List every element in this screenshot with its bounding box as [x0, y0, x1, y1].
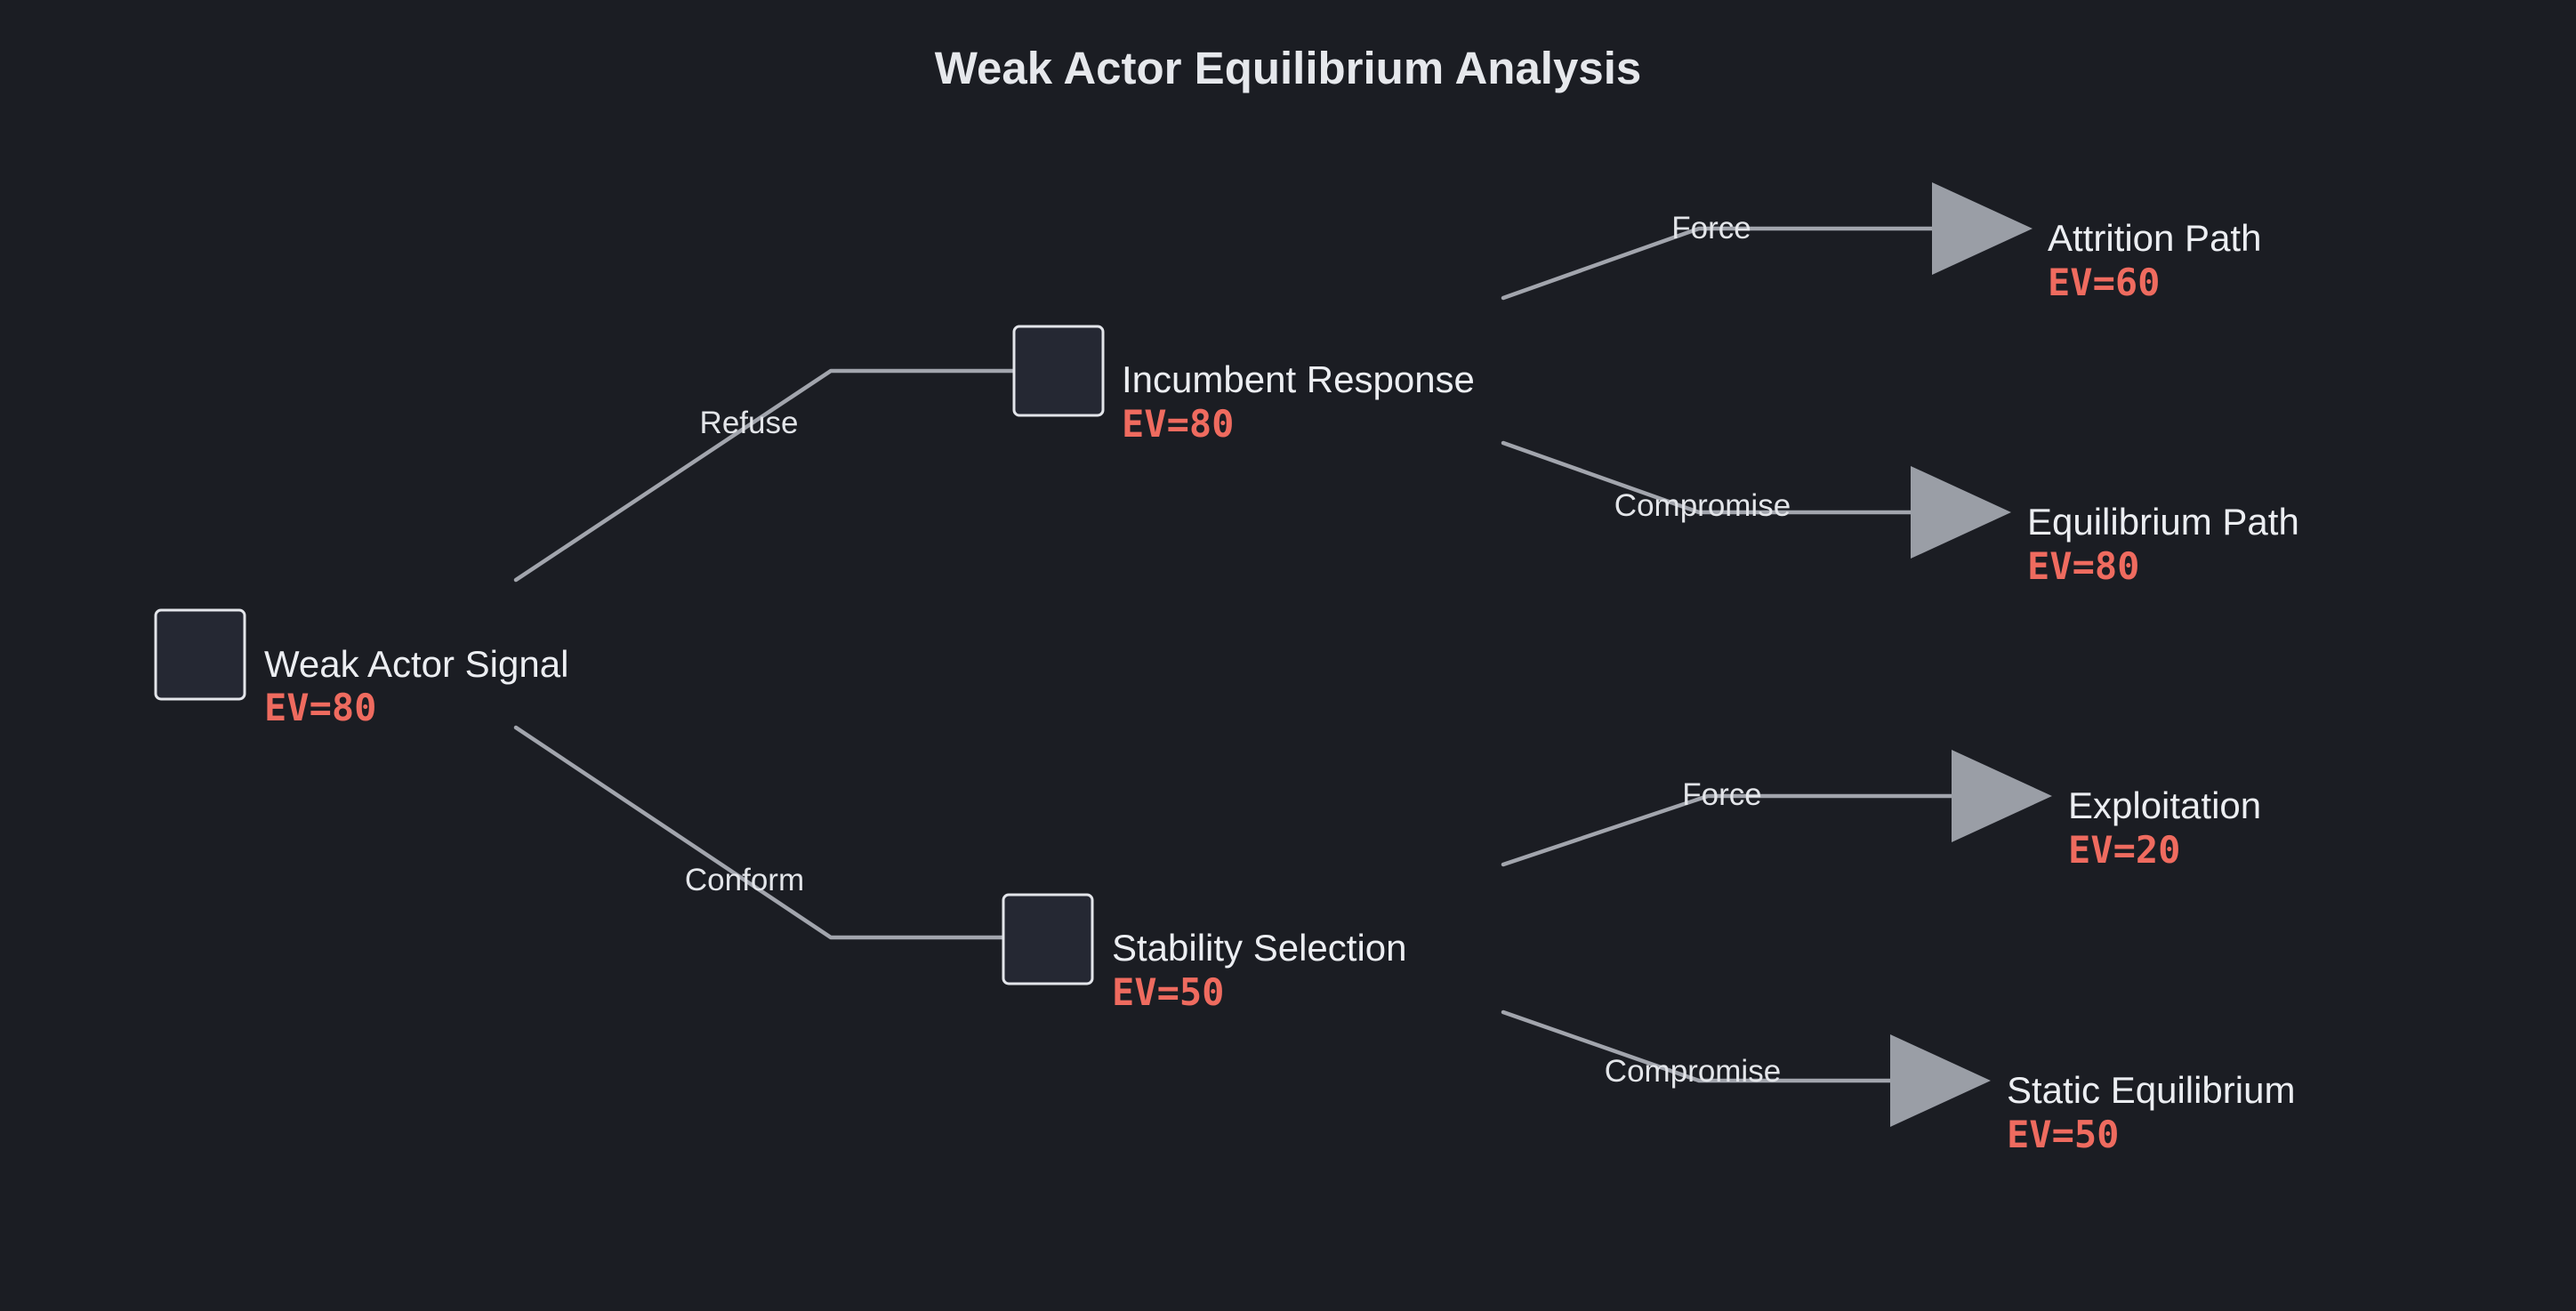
- terminal-node-exploitation: Exploitation EV=20: [1952, 750, 2261, 872]
- terminal-triangle-icon: [1890, 1034, 1991, 1127]
- terminal-triangle-icon: [1952, 750, 2052, 842]
- edge-incumbent-compromise-line: [1501, 440, 1915, 515]
- node-ev: EV=60: [2048, 261, 2160, 304]
- decision-node-stability: Stability Selection EV=50: [1002, 893, 1407, 1014]
- decision-node-root: Weak Actor Signal EV=80: [154, 608, 568, 729]
- edge-labels: Refuse Conform Force Compromise Force Co…: [685, 211, 1791, 1089]
- node-label: Static Equilibrium: [2007, 1069, 2295, 1111]
- node-ev: EV=50: [2007, 1113, 2119, 1156]
- edge-label-conform: Conform: [685, 863, 804, 897]
- edge-label-incumbent-force: Force: [1671, 211, 1751, 245]
- node-ev: EV=50: [1112, 970, 1224, 1014]
- edge-stability-compromise-line: [1501, 1009, 1893, 1083]
- edge-stability-force-line: [1501, 793, 1955, 867]
- node-label: Incumbent Response: [1122, 358, 1475, 400]
- decision-node-incumbent: Incumbent Response EV=80: [1012, 325, 1475, 446]
- terminal-node-static: Static Equilibrium EV=50: [1890, 1034, 2295, 1156]
- terminal-node-attrition: Attrition Path EV=60: [1932, 182, 2261, 304]
- node-ev: EV=20: [2068, 828, 2180, 872]
- terminal-node-equilibrium: Equilibrium Path EV=80: [1911, 466, 2299, 588]
- branch-lines: [513, 226, 1955, 1083]
- node-label: Stability Selection: [1112, 927, 1407, 969]
- node-label: Weak Actor Signal: [264, 643, 568, 685]
- node-ev: EV=80: [1122, 402, 1234, 446]
- decision-square-icon: [1002, 893, 1094, 985]
- node-label: Attrition Path: [2048, 217, 2261, 259]
- edge-refuse-line: [513, 368, 1017, 583]
- node-label: Equilibrium Path: [2027, 501, 2299, 543]
- edge-label-stability-force: Force: [1682, 777, 1761, 812]
- decision-square-icon: [154, 608, 246, 701]
- terminal-triangle-icon: [1911, 466, 2011, 559]
- terminal-triangle-icon: [1932, 182, 2033, 275]
- node-ev: EV=80: [264, 686, 376, 729]
- node-ev: EV=80: [2027, 544, 2139, 588]
- decision-square-icon: [1012, 325, 1105, 417]
- edge-label-refuse: Refuse: [700, 406, 799, 440]
- edge-incumbent-force-line: [1501, 226, 1937, 301]
- diagram-title: Weak Actor Equilibrium Analysis: [935, 43, 1641, 93]
- edge-label-stability-compromise: Compromise: [1605, 1054, 1781, 1089]
- edge-conform-line: [513, 725, 1006, 940]
- edge-label-incumbent-compromise: Compromise: [1614, 488, 1791, 523]
- node-label: Exploitation: [2068, 784, 2261, 826]
